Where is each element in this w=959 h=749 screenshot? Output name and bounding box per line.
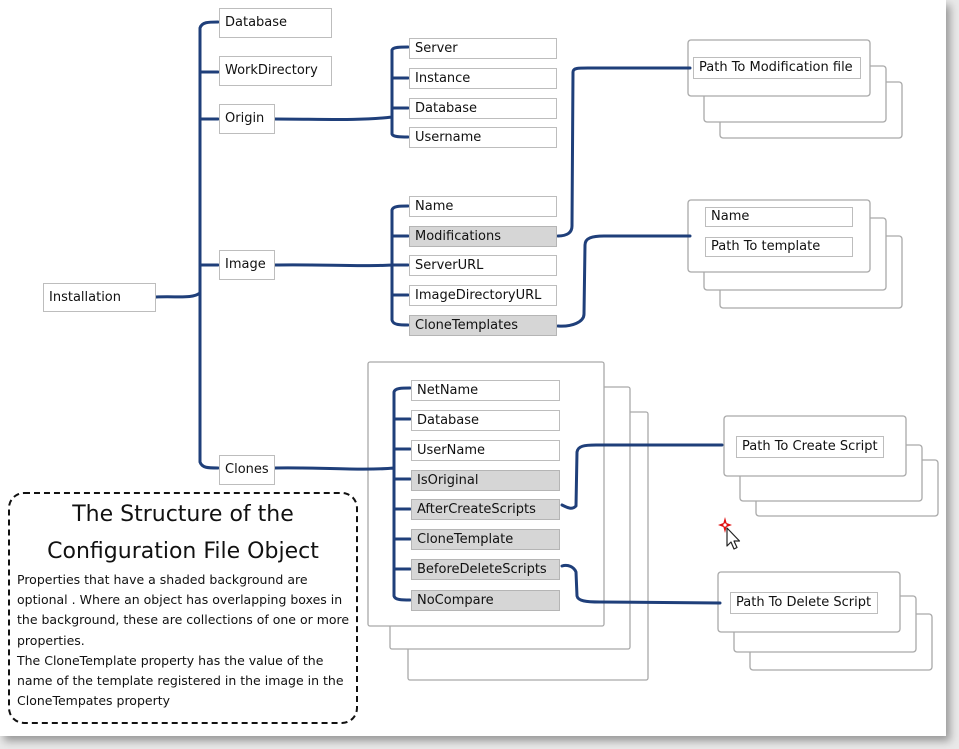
connector-modifications-collection — [556, 66, 692, 238]
legend-title-line-2: Configuration File Object — [47, 539, 319, 564]
arrow-cursor-icon — [726, 527, 741, 550]
node-clone-aftercreatescripts: AfterCreateScripts — [411, 499, 560, 520]
node-origin-database: Database — [409, 98, 557, 119]
node-image-serverurl: ServerURL — [409, 255, 557, 276]
node-template-path: Path To template — [705, 237, 853, 257]
node-installation: Installation — [43, 283, 156, 312]
connector-aftercreatescripts-collection — [560, 443, 724, 510]
connector-installation-trunk — [154, 20, 220, 470]
legend-title-line-1: The Structure of the — [72, 502, 294, 527]
node-origin-server: Server — [409, 38, 557, 59]
node-workdirectory: WorkDirectory — [219, 56, 332, 86]
mouse-cursor — [718, 517, 741, 550]
connector-image-branch — [272, 204, 410, 327]
node-clone-database: Database — [411, 410, 560, 431]
node-image-imagedirectoryurl: ImageDirectoryURL — [409, 285, 557, 306]
node-template-name: Name — [705, 207, 853, 227]
node-image-name: Name — [409, 196, 557, 217]
node-origin-instance: Instance — [409, 68, 557, 89]
modification-collection-frames — [687, 39, 903, 139]
node-clone-nocompare: NoCompare — [411, 590, 560, 611]
node-clones: Clones — [219, 455, 275, 485]
legend-paragraph-optional: Properties that have a shaded background… — [17, 572, 350, 648]
node-image: Image — [219, 250, 275, 280]
red-star-icon — [718, 517, 732, 533]
collection-frame-front — [367, 361, 605, 627]
node-clone-beforedeletescripts: BeforeDeleteScripts — [411, 559, 560, 580]
connector-origin-branch — [272, 45, 410, 139]
node-origin-username: Username — [409, 127, 557, 148]
node-clone-netname: NetName — [411, 380, 560, 401]
node-clone-isoriginal: IsOriginal — [411, 470, 560, 491]
legend-body: Properties that have a shaded background… — [17, 570, 357, 711]
delete-script-collection-frames — [717, 571, 933, 671]
node-clone-clonetemplate: CloneTemplate — [411, 529, 560, 550]
connector-clones-branch — [272, 386, 412, 602]
node-origin: Origin — [219, 104, 275, 134]
node-image-clonetemplates: CloneTemplates — [409, 315, 557, 336]
node-image-modifications: Modifications — [409, 226, 557, 247]
connector-beforedeletescripts-collection — [560, 563, 722, 605]
node-delete-script-path: Path To Delete Script — [730, 592, 878, 614]
legend-paragraph-clonetemplate: The CloneTemplate property has the value… — [17, 652, 344, 709]
connectors — [154, 20, 724, 605]
node-create-script-path: Path To Create Script — [736, 436, 884, 458]
create-script-collection-frames — [723, 415, 939, 517]
legend-callout: The Structure of the Configuration File … — [8, 492, 358, 724]
connector-clonetemplates-collection — [556, 234, 692, 328]
node-database: Database — [219, 8, 332, 38]
node-clone-username: UserName — [411, 440, 560, 461]
legend-title: The Structure of the Configuration File … — [10, 496, 356, 570]
node-modification-file-path: Path To Modification file — [693, 57, 861, 79]
